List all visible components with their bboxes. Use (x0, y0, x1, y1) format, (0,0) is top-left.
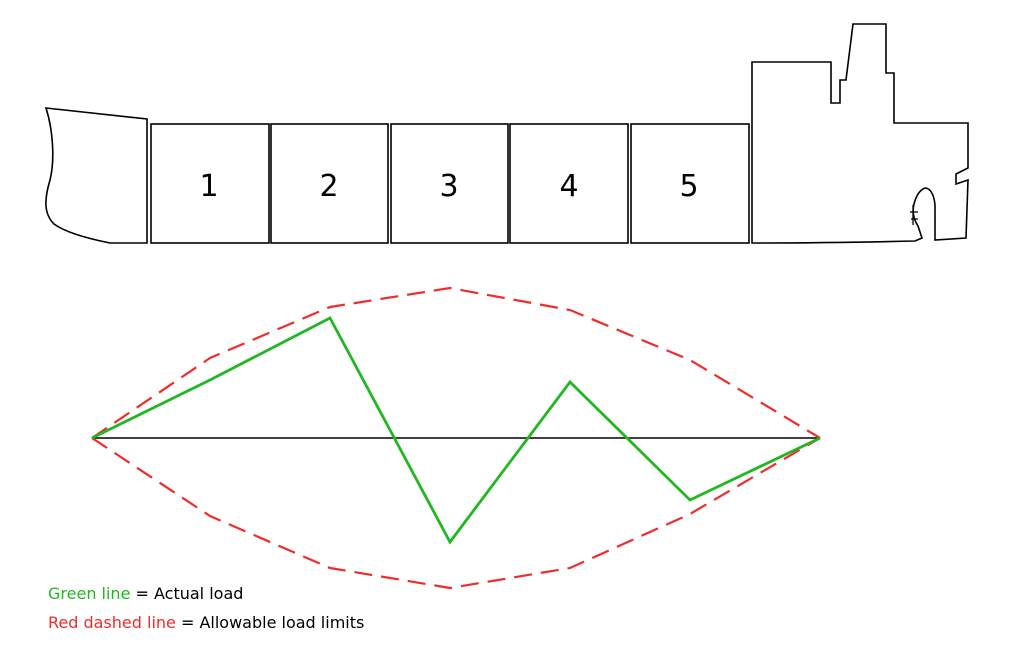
hold-5-label: 5 (679, 169, 698, 204)
ship-outline (44, 23, 969, 244)
lower-allowable-limit (91, 437, 821, 590)
hold-2-label: 2 (319, 169, 338, 204)
ship-bow (44, 107, 148, 244)
hold-2-box (270, 123, 389, 244)
upper-allowable-limit (91, 286, 821, 439)
legend-green-label: Green line (48, 584, 131, 603)
cargo-holds (150, 123, 750, 244)
hold-numbers: 1 2 3 4 5 (199, 169, 698, 204)
legend-actual-load: Green line = Actual load (48, 586, 243, 602)
legend-red-label: Red dashed line (48, 613, 176, 632)
ship-superstructure (751, 23, 969, 244)
legend-allowable-limits: Red dashed line = Allowable load limits (48, 615, 364, 631)
ship-propeller (910, 205, 918, 225)
hold-3-label: 3 (439, 169, 458, 204)
hold-1-box (150, 123, 270, 244)
hold-4-box (509, 123, 629, 244)
hold-3-box (390, 123, 509, 244)
legend-red-text: = Allowable load limits (175, 613, 365, 632)
hold-4-label: 4 (559, 169, 578, 204)
actual-load-line (91, 316, 821, 545)
legend-green-text: = Actual load (130, 584, 244, 603)
hold-5-box (630, 123, 750, 244)
hold-1-label: 1 (199, 169, 218, 204)
